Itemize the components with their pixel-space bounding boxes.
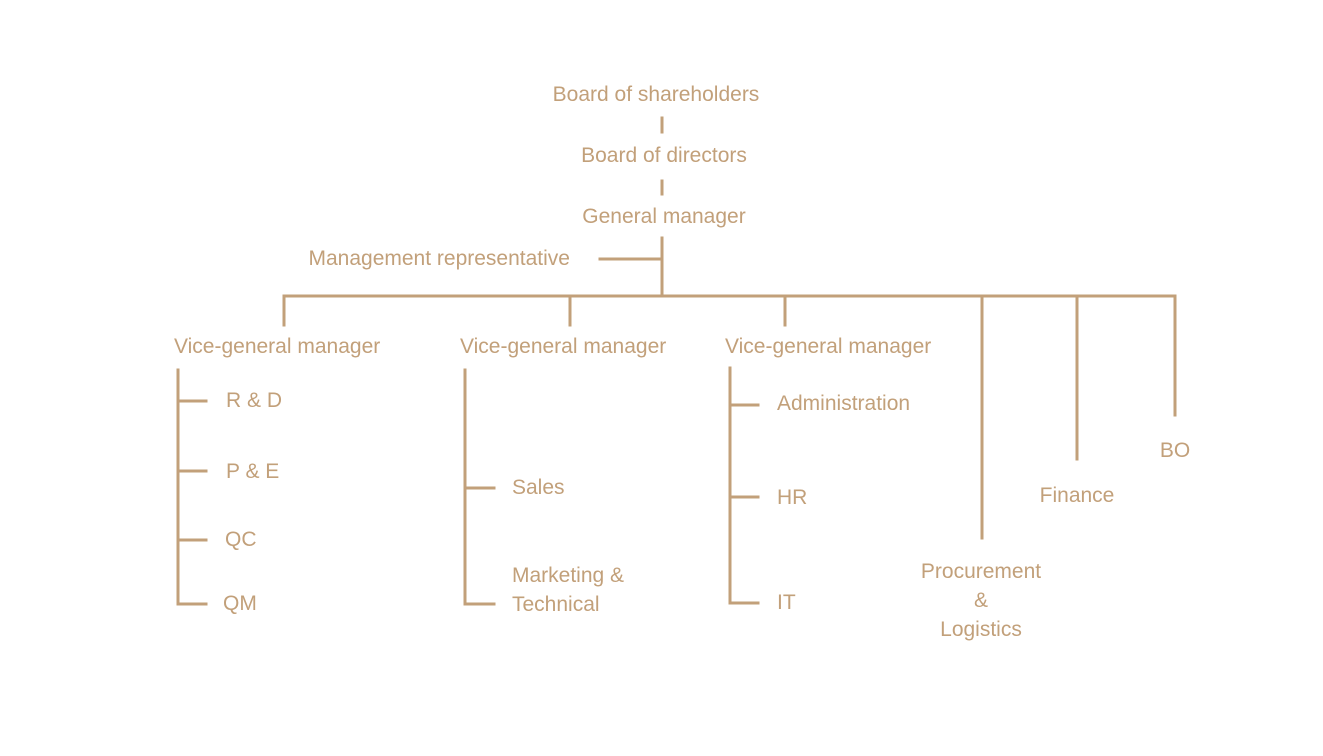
rd-node: R & D <box>226 389 283 412</box>
bo-node: BO <box>1159 439 1191 462</box>
board-of-directors-node: Board of directors <box>581 144 747 167</box>
vice-general-manager-3-node: Vice-general manager <box>725 335 932 358</box>
qm-node: QM <box>223 592 257 615</box>
vice-general-manager-1-node: Vice-general manager <box>174 335 381 358</box>
qc-node: QC <box>225 528 257 551</box>
vice-general-manager-2-node: Vice-general manager <box>460 335 667 358</box>
procurement-node-line-1: Procurement <box>920 560 1042 583</box>
procurement-node-line-3: Logistics <box>940 618 1022 641</box>
board-of-shareholders-node: Board of shareholders <box>552 83 760 106</box>
it-node: IT <box>777 591 796 614</box>
administration-node: Administration <box>777 392 911 415</box>
marketing-technical-node: Marketing & Technical <box>512 564 625 616</box>
hr-node: HR <box>777 486 808 509</box>
general-manager-node: General manager <box>582 205 746 228</box>
sales-node: Sales <box>512 476 565 499</box>
management-representative-node: Management representative <box>308 247 571 270</box>
pe-node: P & E <box>226 460 280 483</box>
procurement-node-line-2: & <box>973 589 989 612</box>
finance-node: Finance <box>1039 484 1115 507</box>
